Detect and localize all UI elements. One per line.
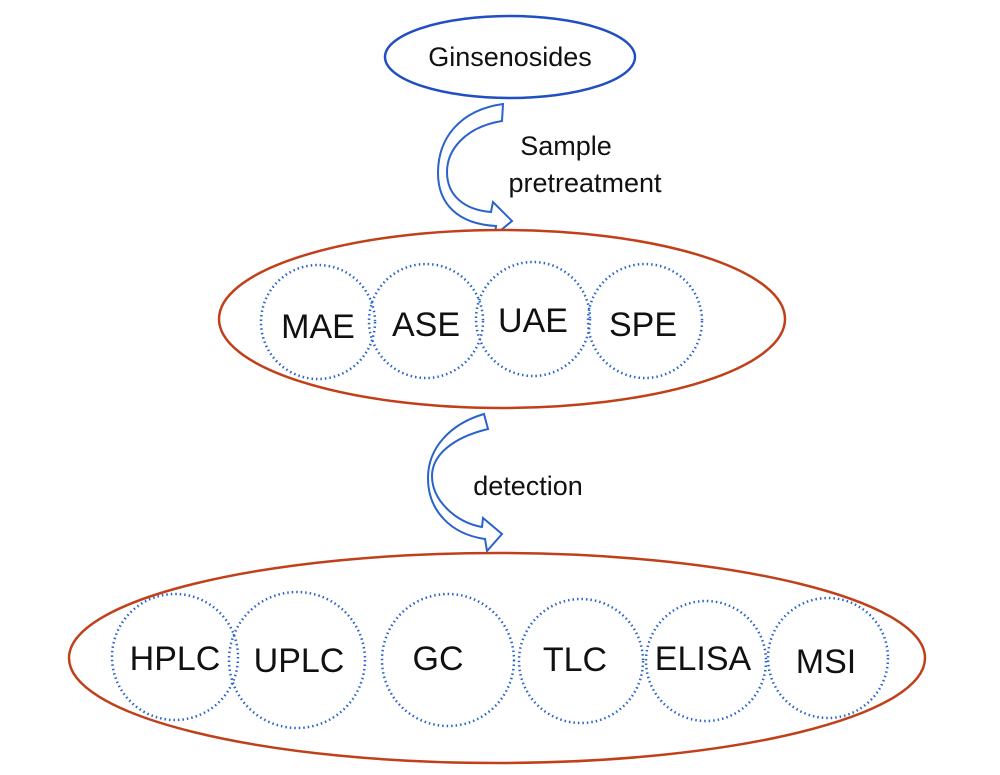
method-label: MAE (281, 308, 355, 346)
method-node: UAE (474, 260, 592, 378)
method-circle (259, 263, 377, 381)
method-circle (367, 262, 485, 380)
group-ellipse (67, 551, 927, 765)
method-circle (380, 592, 516, 728)
detection-group: HPLC UPLC GC TLC ELISA MSI (67, 551, 927, 765)
method-label: ASE (392, 306, 460, 344)
step-label-line: Sample (520, 131, 612, 161)
method-node: SPE (586, 262, 704, 380)
method-circle (474, 260, 592, 378)
method-label: GC (413, 640, 464, 678)
method-node: ELISA (644, 599, 768, 723)
step-label-line: detection (473, 471, 583, 501)
method-node: GC (380, 592, 516, 728)
method-circle (766, 596, 890, 720)
method-node: MAE (259, 263, 377, 381)
curved-arrow-icon (436, 102, 514, 238)
method-label: ELISA (655, 640, 752, 678)
method-node: UPLC (227, 590, 367, 730)
root-label: Ginsenosides (428, 42, 592, 72)
root-node: Ginsenosides (383, 14, 637, 100)
step-label-line: pretreatment (508, 168, 662, 198)
method-node: MSI (766, 596, 890, 720)
method-label: UAE (498, 302, 568, 340)
method-node: TLC (517, 597, 645, 725)
step-arrow-pretreatment: Sample pretreatment (436, 102, 662, 238)
curved-arrow-icon (426, 412, 504, 554)
step-arrow-detection: detection (426, 412, 583, 554)
method-circle (110, 592, 240, 722)
pretreatment-group: MAE ASE UAE SPE (217, 228, 787, 410)
method-circle (586, 262, 704, 380)
method-label: HPLC (130, 640, 221, 678)
root-ellipse (383, 14, 637, 100)
method-label: MSI (796, 643, 856, 681)
method-label: UPLC (254, 642, 345, 680)
group-ellipse (217, 228, 787, 410)
method-node: HPLC (110, 592, 240, 722)
method-circle (227, 590, 367, 730)
method-node: ASE (367, 262, 485, 380)
method-label: SPE (609, 306, 677, 344)
method-circle (644, 599, 768, 723)
method-circle (517, 597, 645, 725)
method-label: TLC (543, 641, 607, 679)
